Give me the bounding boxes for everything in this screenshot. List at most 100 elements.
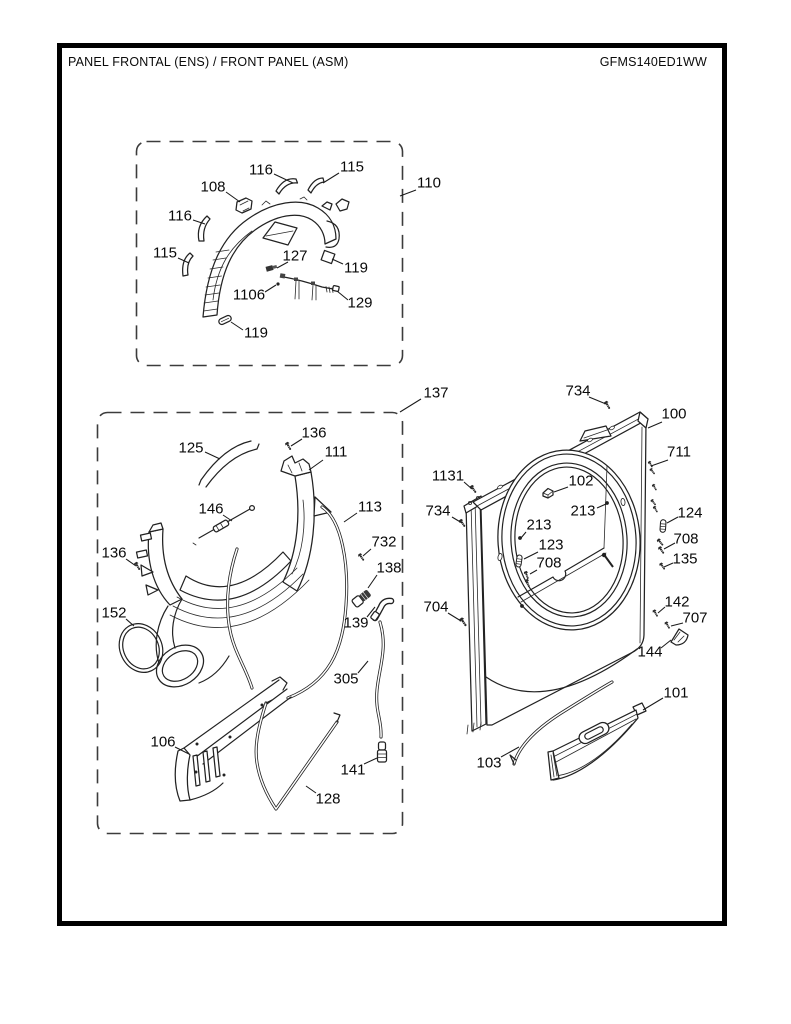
- part-label-127: 127: [282, 248, 307, 265]
- screw-213-left: [518, 536, 522, 540]
- part-label-144: 144: [637, 644, 662, 661]
- part-label-108: 108: [200, 179, 225, 196]
- leader-line-141: [363, 757, 378, 765]
- clip-102: [542, 487, 554, 499]
- leader-line-128: [305, 785, 317, 794]
- part-label-123: 123: [538, 537, 563, 554]
- seal-ring-152: [118, 623, 164, 673]
- leader-line-123: [523, 551, 539, 560]
- felt-seal-115-left: [182, 252, 194, 277]
- leader-line-106: [174, 746, 190, 755]
- part-label-124: 124: [677, 505, 702, 522]
- screw-1106: [276, 282, 280, 286]
- harness-129: [279, 273, 340, 301]
- leader-line-136: [125, 558, 137, 567]
- leader-line-144: [660, 639, 672, 649]
- leader-line-136: [290, 438, 303, 447]
- pad-119-right: [320, 249, 336, 265]
- leader-line-734: [451, 516, 463, 524]
- fitting-127: [265, 264, 278, 272]
- wire-bracket-128: [254, 699, 341, 811]
- lower-panel-106: [174, 676, 292, 802]
- leader-line-1106: [264, 284, 277, 293]
- part-label-115: 115: [340, 159, 364, 176]
- door-opening-rings: [497, 449, 641, 631]
- duct-mesh-grille: [179, 551, 292, 601]
- part-label-137: 137: [423, 385, 448, 402]
- part-label-101: 101: [663, 685, 688, 702]
- rim-duct-assembly-drawing: [182, 177, 350, 326]
- part-label-708: 708: [673, 531, 698, 548]
- rod-146: [192, 504, 256, 546]
- door-opening-inner-plane: [517, 465, 608, 603]
- elbow-139: [370, 597, 395, 622]
- part-label-213: 213: [526, 517, 551, 534]
- part-label-110: 110: [417, 175, 441, 192]
- part-label-1106: 1106: [233, 287, 265, 304]
- part-label-111: 111: [325, 444, 348, 461]
- rim-end-curl: [325, 220, 340, 248]
- part-label-146: 146: [198, 501, 223, 518]
- trim-103: [509, 680, 614, 766]
- part-label-119: 119: [344, 260, 368, 277]
- leader-line-139: [366, 606, 376, 618]
- part-label-125: 125: [178, 440, 203, 457]
- page-title: PANEL FRONTAL (ENS) / FRONT PANEL (ASM): [68, 55, 349, 69]
- leader-line-116: [273, 173, 294, 184]
- front-panel-assembly-drawing: [457, 400, 689, 781]
- leader-line-711: [650, 459, 669, 467]
- leader-line-111: [308, 459, 324, 471]
- part-label-128: 128: [315, 791, 340, 808]
- felt-strips-125: [198, 440, 260, 488]
- pin-123: [515, 554, 523, 568]
- model-number: GFMS140ED1WW: [600, 55, 707, 69]
- part-label-116: 116: [168, 208, 192, 225]
- part-label-100: 100: [661, 406, 686, 423]
- leader-line-1131: [463, 481, 473, 490]
- leader-line-213: [596, 503, 607, 509]
- leader-line-732: [362, 548, 372, 557]
- felt-seal-116-left: [197, 215, 211, 242]
- part-label-139: 139: [343, 615, 368, 632]
- part-label-142: 142: [664, 594, 689, 611]
- leader-line-124: [666, 516, 679, 524]
- leader-line-135: [663, 562, 674, 568]
- panel-skirt-curve: [485, 648, 638, 693]
- part-label-136: 136: [301, 425, 326, 442]
- leader-line-152: [125, 618, 135, 627]
- leader-line-213: [520, 531, 527, 539]
- part-label-305: 305: [333, 671, 358, 688]
- part-label-116: 116: [249, 162, 273, 179]
- leader-line-707: [670, 622, 684, 627]
- leader-line-110: [399, 189, 417, 197]
- leader-line-704: [447, 612, 462, 622]
- pad-119-bottom: [218, 314, 232, 326]
- fitting-138: [351, 590, 371, 608]
- leader-line-708: [663, 542, 676, 550]
- part-label-102: 102: [568, 473, 593, 490]
- lint-filter-101: [547, 702, 647, 781]
- screw-213-right: [605, 501, 609, 505]
- leader-line-113: [343, 512, 358, 523]
- leader-line-138: [367, 574, 378, 589]
- duct-right-rail-bracket: [280, 455, 312, 477]
- leader-line-119: [331, 258, 344, 265]
- leader-line-115: [177, 257, 190, 264]
- part-label-732: 732: [371, 534, 396, 551]
- part-label-734: 734: [425, 503, 450, 520]
- part-label-136: 136: [101, 545, 126, 562]
- leader-line-100: [647, 421, 663, 429]
- part-label-141: 141: [340, 762, 365, 779]
- part-label-734: 734: [565, 383, 590, 400]
- part-label-213: 213: [570, 503, 595, 520]
- leader-line-127: [276, 261, 289, 269]
- part-label-708: 708: [536, 555, 561, 572]
- part-label-106: 106: [150, 734, 175, 751]
- leader-line-734: [588, 396, 607, 405]
- part-label-115: 115: [153, 245, 177, 262]
- foot-144: [670, 628, 689, 646]
- leader-line-108: [225, 191, 241, 203]
- leader-line-125: [204, 451, 221, 460]
